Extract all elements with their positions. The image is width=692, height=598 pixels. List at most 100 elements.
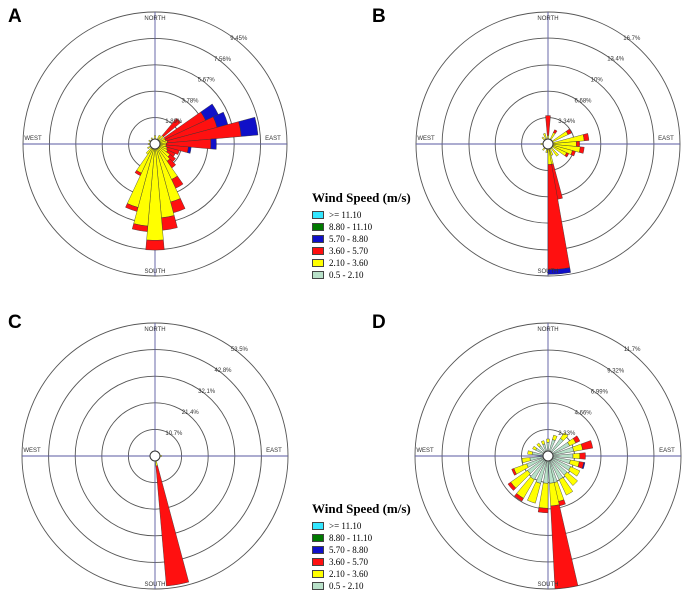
petal-segment [210,138,217,150]
compass-north-label: NORTH [144,327,165,333]
petal-segment [565,128,572,135]
petal-segment [550,504,579,590]
legend-title: Wind Speed (m/s) [312,501,411,516]
petal-segment [527,450,533,455]
petal-segment [514,493,524,502]
legend-label: 8.80 - 11.10 [329,222,373,232]
petal-segment [511,468,517,476]
ring-label: 4.66% [575,410,593,416]
compass-south-label: SOUTH [145,582,166,588]
petal-segment [166,147,180,155]
petal-segment [161,118,181,138]
ring-label: 2.33% [558,431,576,437]
compass-south-label: SOUTH [538,582,559,588]
petal-segment [552,434,558,441]
petal-segment [547,267,571,275]
compass-west-label: WEST [23,448,41,454]
legend-swatch [312,546,324,554]
legend-item: 8.80 - 11.10 [312,221,411,233]
legend-swatch [312,558,324,566]
ring-label: 9.32% [607,369,625,375]
petal-segment [507,481,517,491]
ring-label: 10.7% [165,431,183,437]
legend-label: 3.60 - 5.70 [329,557,368,567]
ring-label: 11.7% [624,347,641,353]
legend-item: 5.70 - 8.80 [312,544,411,556]
legend-swatch [312,570,324,578]
legend-swatch [312,247,324,255]
ring-label: 3.78% [182,98,200,104]
petal-segment [568,466,581,477]
ring-label: 7.56% [214,57,232,63]
petal-segment [580,440,594,451]
panel-label-a: A [8,6,22,27]
legend-swatch [312,235,324,243]
legend-item: 3.60 - 5.70 [312,556,411,568]
legend-swatch [312,211,324,219]
legend-item: >= 11.10 [312,520,411,532]
legend-label: 8.80 - 11.10 [329,533,373,543]
calm-center [149,450,161,462]
petal-segment [546,438,550,443]
ring-label: 42.8% [215,368,233,374]
petal-segment [553,129,558,134]
calm-center [542,450,554,462]
legend-label: 0.5 - 2.10 [329,270,364,280]
legend-label: 5.70 - 8.80 [329,545,368,555]
ring-label: 5.67% [198,78,216,84]
petal-segment [579,452,586,460]
legend-item: 5.70 - 8.80 [312,233,411,245]
calm-center [542,138,554,150]
legend-swatch [312,534,324,542]
ring-label: 6.68% [575,98,593,104]
petal-segment [581,462,586,470]
wind-speed-legend-top: Wind Speed (m/s) >= 11.10 8.80 - 11.10 5… [312,190,411,281]
ring-label: 1.89% [165,119,183,125]
panel-label-c: C [8,312,22,333]
legend-title: Wind Speed (m/s) [312,190,411,205]
compass-north-label: NORTH [537,327,558,333]
petal-segment [572,453,581,459]
compass-west-label: WEST [24,136,42,142]
petal-segment [537,507,549,514]
petal-segment [563,471,578,486]
legend-item: >= 11.10 [312,209,411,221]
legend-swatch [312,522,324,530]
compass-east-label: EAST [265,136,281,142]
ring-label: 13.4% [607,57,625,63]
ring-label: 53.5% [231,347,249,353]
petal-segment [538,482,549,509]
legend-item: 8.80 - 11.10 [312,532,411,544]
petal-segment [569,459,580,468]
ring-label: 21.4% [182,410,200,416]
petal-segment [131,223,149,232]
panel-label-b: B [372,6,386,27]
ring-label: 6.99% [591,389,609,395]
wind-speed-legend-bottom: Wind Speed (m/s) >= 11.10 8.80 - 11.10 5… [312,501,411,592]
ring-label: 9.45% [230,36,248,42]
compass-south-label: SOUTH [145,269,166,275]
petal-segment [545,115,551,136]
petal-segment [187,146,192,154]
legend-label: 3.60 - 5.70 [329,246,368,256]
legend-label: 0.5 - 2.10 [329,581,364,591]
calm-center [149,138,161,150]
petal-segment [582,133,590,142]
petal-segment [579,146,585,154]
petal-segment [558,477,574,496]
compass-west-label: WEST [416,448,434,454]
legend-item: 2.10 - 3.60 [312,257,411,269]
ring-label: 3.34% [558,119,576,125]
petal-segment [521,457,531,464]
legend-item: 2.10 - 3.60 [312,568,411,580]
legend-swatch [312,223,324,231]
ring-label: 16.7% [623,36,641,42]
petal-segment [527,481,541,504]
petal-segment [564,152,570,158]
petal-segment [572,443,583,452]
compass-south-label: SOUTH [538,269,559,275]
legend-item: 0.5 - 2.10 [312,580,411,592]
legend-swatch [312,259,324,267]
